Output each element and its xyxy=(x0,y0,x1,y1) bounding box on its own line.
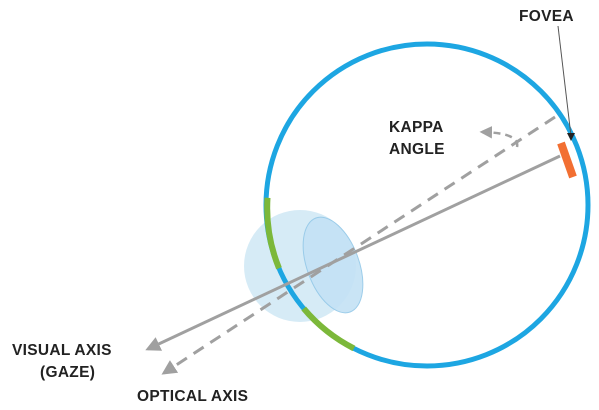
optical-axis-label: OPTICAL AXIS xyxy=(137,388,248,405)
fovea-label: FOVEA xyxy=(519,8,574,25)
kappa-angle-arc xyxy=(479,126,519,148)
fovea-pointer-line xyxy=(557,25,572,137)
visual-axis-label-line1: VISUAL AXIS xyxy=(12,342,112,359)
visual-axis-line xyxy=(145,154,561,351)
iris-lower xyxy=(301,306,356,352)
optical-axis-line xyxy=(161,115,556,375)
visual-axis-label-line2: (GAZE) xyxy=(40,364,95,381)
kappa-angle-label-line2: ANGLE xyxy=(389,141,445,158)
fovea-marker xyxy=(557,141,577,179)
kappa-angle-label-line1: KAPPA xyxy=(389,119,444,136)
iris-upper xyxy=(264,197,282,270)
fovea-pointer-arrowhead xyxy=(567,133,575,141)
